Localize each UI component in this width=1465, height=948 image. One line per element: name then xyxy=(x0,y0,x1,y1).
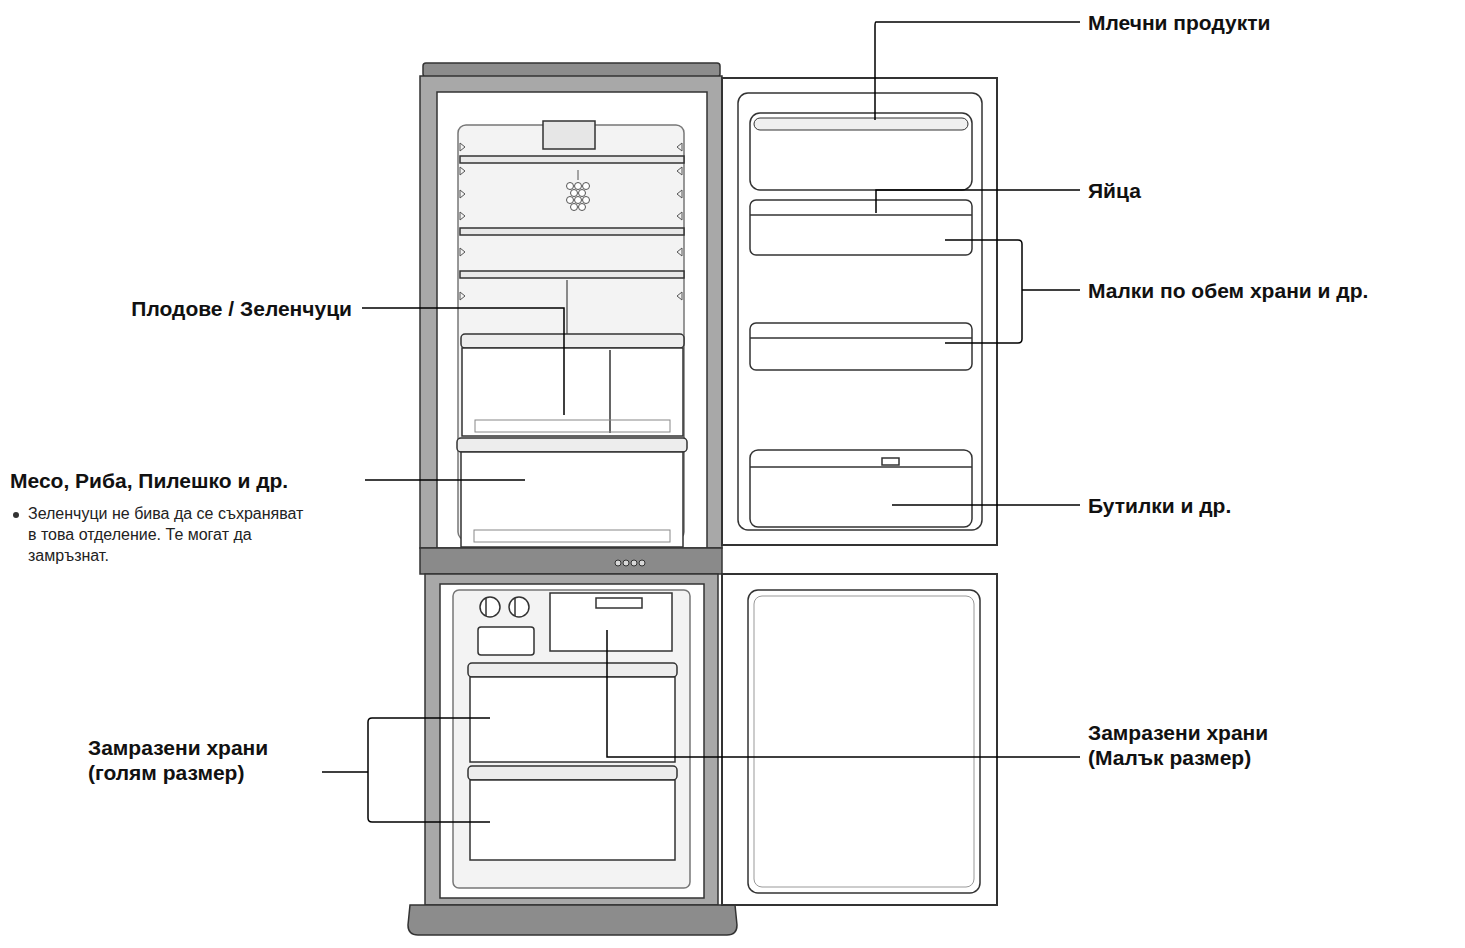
bullet xyxy=(13,512,19,518)
compartment-label: Плодове / Зеленчуци xyxy=(131,296,352,321)
compartment-label: Млечни продукти xyxy=(1088,10,1270,35)
compartment-label: Бутилки и др. xyxy=(1088,493,1231,518)
compartment-label: Замразени храни (Малък размер) xyxy=(1088,720,1318,770)
compartment-label: Малки по обем храни и др. xyxy=(1088,278,1368,303)
leader-lines xyxy=(322,22,1080,822)
compartment-label: Яйца xyxy=(1088,178,1141,203)
compartment-label: Месо, Риба, Пилешко и др. xyxy=(10,468,288,493)
note-text: Зеленчуци не бива да се съхраняват в тов… xyxy=(28,503,313,566)
compartment-label: Замразени храни (голям размер) xyxy=(88,735,293,785)
